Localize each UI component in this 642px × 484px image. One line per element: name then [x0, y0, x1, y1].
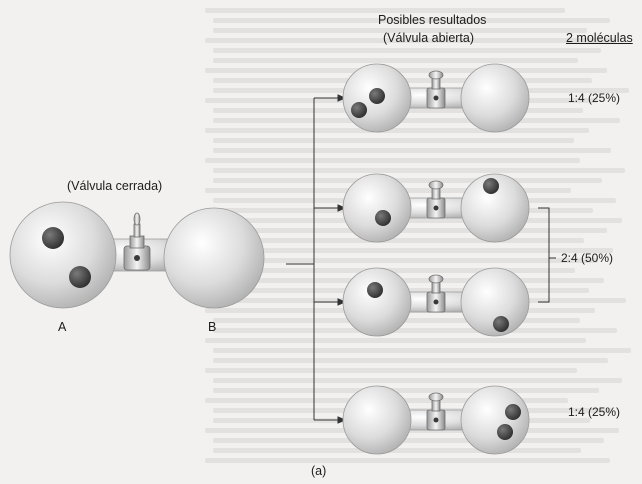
molecule-left	[367, 282, 383, 298]
background-text-line	[205, 278, 604, 283]
background-text-line	[213, 238, 584, 243]
background-text-line	[213, 448, 581, 453]
background-text-line	[205, 218, 622, 223]
right-bulb	[460, 267, 530, 337]
background-text-line	[205, 38, 616, 43]
bulb-a-circle	[9, 201, 117, 309]
background-text-line	[213, 358, 608, 363]
bracket-middle-outcomes	[538, 207, 556, 303]
background-text-line	[205, 158, 580, 163]
background-text-line	[213, 268, 575, 273]
bulb-b-circle	[163, 207, 265, 309]
molecule-right	[493, 316, 509, 332]
molecules-header: 2 moléculas	[566, 31, 633, 45]
arrowhead-2	[337, 204, 347, 212]
background-text-line	[213, 328, 617, 333]
molecule-left	[351, 102, 367, 118]
background-text-line	[213, 228, 607, 233]
background-text-line	[205, 428, 619, 433]
bulb-a-label: A	[58, 320, 67, 334]
left-bulb	[342, 385, 412, 455]
background-text-line	[213, 438, 604, 443]
arrowhead-3	[337, 298, 347, 306]
background-text-line	[205, 338, 586, 343]
outcome-apparatus-1	[342, 63, 530, 133]
molecule-right	[505, 404, 521, 420]
background-text-line	[213, 138, 574, 143]
background-text-line	[213, 58, 578, 63]
results-subtitle: (Válvula abierta)	[383, 31, 475, 45]
branch-lines	[286, 94, 347, 424]
molecule-closed-2	[69, 266, 91, 288]
background-text-line	[213, 178, 602, 183]
background-text-line	[213, 148, 611, 153]
background-text-line	[213, 168, 625, 173]
background-text-line	[205, 458, 610, 463]
background-text-line	[205, 368, 577, 373]
ratio-outcome-4: 1:4 (25%)	[568, 405, 621, 419]
right-bulb	[460, 63, 530, 133]
closed-valve-icon	[123, 212, 151, 271]
background-text-line	[205, 128, 589, 133]
panel-label: (a)	[311, 464, 327, 478]
background-text-line	[205, 248, 613, 253]
background-text-line	[205, 68, 607, 73]
molecule-right	[483, 178, 499, 194]
open-valve-icon	[426, 180, 446, 219]
left-bulb	[342, 173, 412, 243]
background-text-line	[213, 28, 587, 33]
background-text-line	[213, 258, 598, 263]
closed-valve-title: (Válvula cerrada)	[67, 179, 163, 193]
left-bulb	[342, 267, 412, 337]
molecule-right	[497, 424, 513, 440]
open-valve-icon	[426, 70, 446, 109]
background-text-line	[213, 118, 620, 123]
molecule-left	[375, 210, 391, 226]
background-text-line	[213, 348, 631, 353]
outcome-apparatus-3	[342, 267, 530, 337]
molecule-left	[369, 88, 385, 104]
outcome-layer	[342, 63, 530, 455]
bulb-b-label: B	[208, 320, 217, 334]
closed-apparatus	[9, 201, 265, 309]
background-text-line	[213, 388, 599, 393]
ratio-outcome-1: 1:4 (25%)	[568, 91, 621, 105]
arrowhead-4	[337, 416, 347, 424]
ratio-bracket: 2:4 (50%)	[561, 251, 614, 265]
background-text-line	[213, 378, 622, 383]
results-title: Posibles resultados	[378, 13, 487, 27]
open-valve-icon	[426, 392, 446, 431]
background-text-line	[205, 8, 565, 13]
arrowhead-1	[337, 94, 347, 102]
background-text-line	[213, 48, 601, 53]
right-bulb	[460, 385, 530, 455]
outcome-apparatus-4	[342, 385, 530, 455]
open-valve-icon	[426, 274, 446, 313]
molecule-closed-1	[42, 227, 64, 249]
right-bulb	[460, 173, 530, 243]
background-text-line	[213, 18, 610, 23]
outcome-apparatus-2	[342, 173, 530, 243]
